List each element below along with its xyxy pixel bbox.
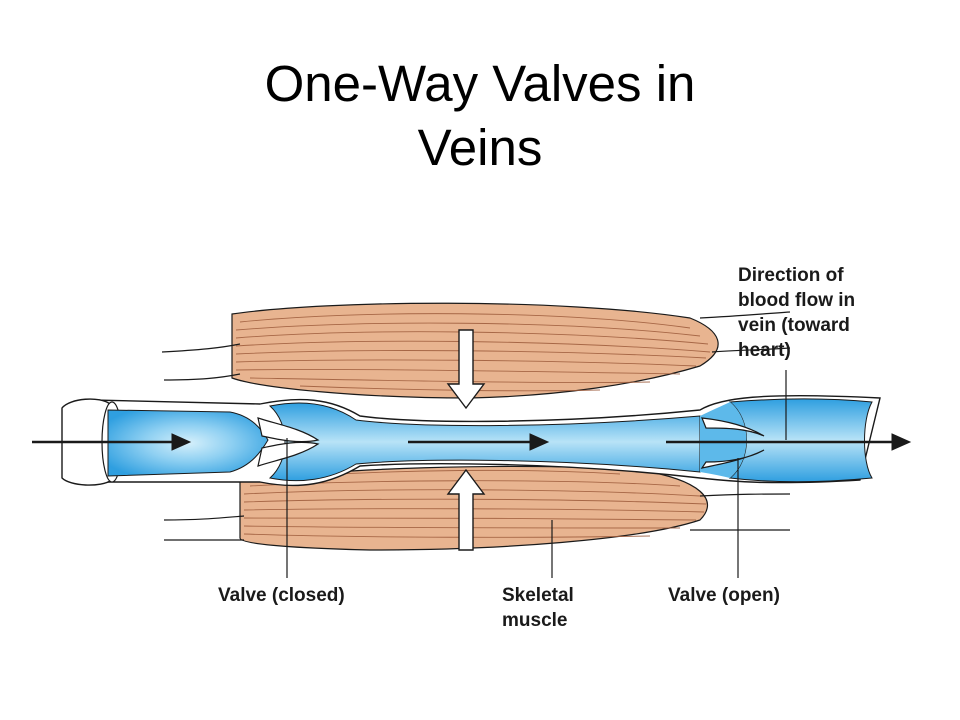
direction-label-line-1: Direction of: [738, 265, 844, 286]
fascia-lines: [161, 311, 791, 541]
valve-open-label: Valve (open): [668, 585, 780, 606]
skeletal-muscle-label-line-1: Skeletal: [502, 585, 574, 606]
flow-arrows: [32, 433, 912, 451]
direction-label: Direction of blood flow in vein (toward …: [738, 265, 855, 361]
direction-label-line-4: heart): [738, 340, 791, 361]
skeletal-muscle-label-line-2: muscle: [502, 610, 567, 631]
valve-closed-label: Valve (closed): [218, 585, 345, 606]
closed-valve: [257, 417, 320, 467]
compression-arrows: [446, 329, 486, 551]
open-valve: [700, 417, 765, 469]
direction-label-line-2: blood flow in: [738, 290, 855, 311]
leader-lines: [286, 370, 787, 578]
slide-title: One-Way Valves in Veins: [0, 52, 960, 180]
slide-title-line-2: Veins: [417, 119, 543, 176]
slide-title-line-1: One-Way Valves in: [264, 55, 696, 112]
direction-label-line-3: vein (toward: [738, 315, 850, 336]
